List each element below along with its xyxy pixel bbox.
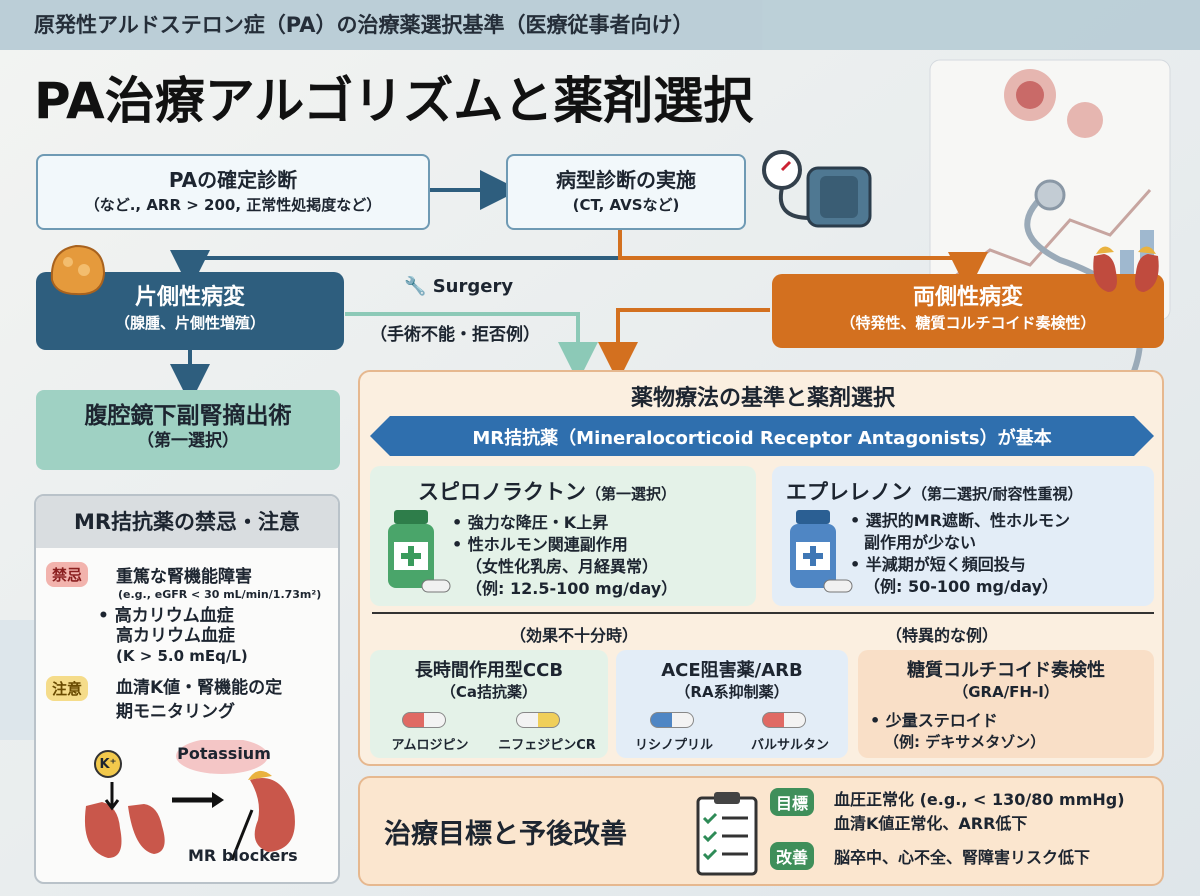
spironolactone-b1: • 強力な降圧・K上昇 xyxy=(452,513,609,532)
blue-capsule-icon xyxy=(650,712,694,728)
potassium-label: Potassium xyxy=(177,744,271,763)
chui-text: 血清K値・腎機能の定 期モニタリング xyxy=(116,676,282,724)
gra-title: 糖質コルチコイド奏検性 xyxy=(907,660,1105,681)
subtype-title: 病型診断の実施 xyxy=(556,168,696,192)
clipboard-checklist-icon xyxy=(696,792,758,876)
spironolactone-b2: • 性ホルモン関連副作用 xyxy=(452,535,628,554)
kinki-text: 重篤な腎機能障害 xyxy=(116,567,252,587)
eplerenone-card: エプレレノン（第二選択/耐容性重視） • 選択的MR遮断、性ホルモン 副作用が少… xyxy=(772,466,1154,606)
kinki-note: (e.g., eGFR < 30 mL/min/1.73m²) xyxy=(118,588,322,601)
subtype-sub: (CT, AVSなど) xyxy=(572,196,680,214)
green-medicine-bottle-icon xyxy=(388,510,451,593)
mra-banner: MR拮抗薬（Mineralocorticoid Receptor Antagon… xyxy=(472,428,1052,449)
potassium-ion-icon: K⁺ xyxy=(94,750,122,778)
laparoscopic-box: 腹腔鏡下副腎摘出術 （第一選択） xyxy=(36,390,340,470)
kidneys-icon xyxy=(1093,246,1159,292)
ace-arb-card: ACE阻害薬/ARB （RA系抑制薬） リシノプリル バルサルタン xyxy=(616,650,848,758)
spironolactone-note: （第一選択） xyxy=(586,485,677,503)
bilateral-box: 両側性病変 （特発性、糖質コルチコイド奏検性） xyxy=(772,274,1164,348)
ace-drug2: バルサルタン xyxy=(750,738,829,753)
wrench-icon: 🔧 xyxy=(404,276,427,297)
spironolactone-card: スピロノラクトン（第一選択） • 強力な降圧・K上昇 • 性ホルモン関連副作用 … xyxy=(370,466,756,606)
kinki-bullet-line2: 高カリウム血症 xyxy=(116,626,235,646)
laparoscopic-title: 腹腔鏡下副腎摘出術 xyxy=(84,403,292,429)
special-label: （特異的な例） xyxy=(886,626,999,645)
mr-blockers-label: MR blockers xyxy=(188,846,298,865)
goal-tag: 目標 xyxy=(770,788,815,816)
contraindication-panel: MR拮抗薬の禁忌・注意 禁忌 重篤な腎機能障害 (e.g., eGFR < 30… xyxy=(34,494,340,884)
goal-text-line1: 血圧正常化 (e.g., < 130/80 mmHg) xyxy=(834,790,1125,809)
gra-b2: （例: デキサメタゾン） xyxy=(884,733,1046,751)
subtype-box: 病型診断の実施 (CT, AVSなど) xyxy=(506,154,746,230)
ccb-title: 長時間作用型CCB xyxy=(414,660,564,681)
kinki-tag: 禁忌 xyxy=(46,562,89,587)
bilateral-sub: （特発性、糖質コルチコイド奏検性） xyxy=(840,314,1096,332)
eplerenone-note: （第二選択/耐容性重視） xyxy=(912,485,1083,503)
pharmacotherapy-panel: 薬物療法の基準と薬剤選択 MR拮抗薬（Mineralocorticoid Rec… xyxy=(358,370,1164,766)
goal-title: 治療目標と予後改善 xyxy=(384,819,627,850)
red-capsule-icon-2 xyxy=(762,712,806,728)
adrenal-gland-icon xyxy=(50,244,106,296)
section-divider xyxy=(372,612,1154,614)
diagnosis-sub: （など., ARR > 200, 正常性処掲度など） xyxy=(84,196,382,214)
ccb-drug1: アムロジピン xyxy=(391,738,469,753)
improve-tag: 改善 xyxy=(770,842,815,870)
gra-sub: （GRA/FH-I） xyxy=(953,683,1059,701)
kinki-bullet-line3: (K > 5.0 mEq/L) xyxy=(116,647,248,665)
improve-text: 脳卒中、心不全、腎障害リスク低下 xyxy=(834,848,1091,867)
unilateral-title: 片側性病変 xyxy=(134,285,245,310)
goal-panel: 治療目標と予後改善 目標 血圧正常化 (e.g., < 130/80 mmHg)… xyxy=(358,776,1164,886)
diagnosis-title: PAの確定診断 xyxy=(168,168,298,192)
surgery-label: Surgery xyxy=(432,276,514,297)
ace-title: ACE阻害薬/ARB xyxy=(661,660,803,681)
ccb-card: 長時間作用型CCB （Ca拮抗薬） アムロジピン ニフェジピンCR xyxy=(370,650,608,758)
goal-text: 血圧正常化 (e.g., < 130/80 mmHg) 血清K値正常化、ARR低… xyxy=(834,788,1125,836)
gra-b1: • 少量ステロイド xyxy=(870,711,998,730)
goal-text-line2: 血清K値正常化、ARR低下 xyxy=(834,814,1028,833)
eplerenone-b4: （例: 50-100 mg/day） xyxy=(864,577,1059,596)
ccb-drug2: ニフェジピンCR xyxy=(498,738,596,753)
ccb-sub: （Ca拮抗薬） xyxy=(440,683,538,701)
unilateral-sub: （腺腫、片側性増殖） xyxy=(114,314,265,332)
blood-pressure-monitor-icon xyxy=(762,150,872,228)
ace-sub: （RA系抑制薬） xyxy=(675,683,789,701)
ace-drug1: リシノプリル xyxy=(634,738,713,753)
page-banner: 原発性アルドステロン症（PA）の治療薬選択基準（医療従事者向け） xyxy=(0,0,1200,50)
inoperable-label: （手術不能・拒否例） xyxy=(370,325,540,345)
eplerenone-b2: 副作用が少ない xyxy=(864,533,977,552)
kinki-bullet: • 高カリウム血症 高カリウム血症 (K > 5.0 mEq/L) xyxy=(98,606,248,666)
yellow-capsule-icon xyxy=(516,712,560,728)
red-capsule-icon xyxy=(402,712,446,728)
eplerenone-name: エプレレノン xyxy=(786,480,912,504)
spironolactone-name: スピロノラクトン xyxy=(418,480,586,504)
page-title: PA治療アルゴリズムと薬剤選択 xyxy=(34,72,754,130)
eplerenone-b3: • 半減期が短く頻回投与 xyxy=(850,555,1026,574)
blue-medicine-bottle-icon xyxy=(790,510,853,593)
spironolactone-b4: （例: 12.5-100 mg/day） xyxy=(466,579,678,598)
gra-card: 糖質コルチコイド奏検性 （GRA/FH-I） • 少量ステロイド （例: デキサ… xyxy=(858,650,1154,758)
surgery-label-group: 🔧 Surgery xyxy=(404,276,564,304)
spironolactone-b3: （女性化乳房、月経異常） xyxy=(466,557,659,576)
chui-text-line1: 血清K値・腎機能の定 xyxy=(116,678,283,698)
pharmacotherapy-title: 薬物療法の基準と薬剤選択 xyxy=(630,386,895,411)
bilateral-title: 両側性病変 xyxy=(912,285,1023,310)
kinki-bullet-line1: • 高カリウム血症 xyxy=(98,606,234,626)
mra-banner-shape xyxy=(370,416,1154,456)
mr-blocker-illustration xyxy=(84,740,295,861)
eplerenone-b1: • 選択的MR遮断、性ホルモン xyxy=(850,511,1071,530)
diagnosis-box: PAの確定診断 （など., ARR > 200, 正常性処掲度など） xyxy=(36,154,430,230)
chui-text-line2: 期モニタリング xyxy=(116,702,235,722)
chui-tag: 注意 xyxy=(46,676,89,701)
laparoscopic-sub: （第一選択） xyxy=(137,431,239,451)
contraindication-title: MR拮抗薬の禁忌・注意 xyxy=(36,496,338,548)
insufficient-label: （効果不十分時） xyxy=(510,626,639,645)
